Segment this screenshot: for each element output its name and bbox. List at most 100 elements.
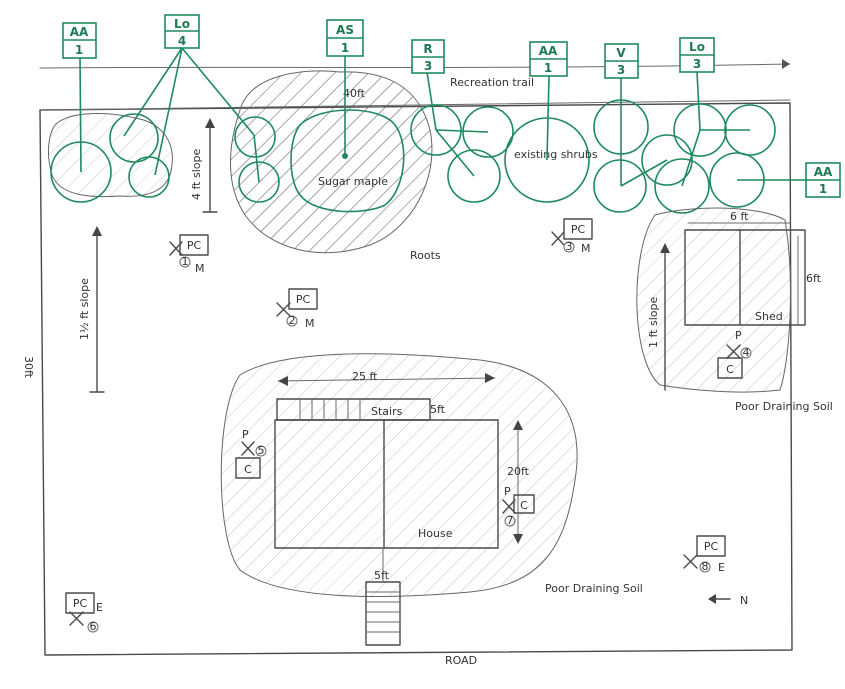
svg-text:1: 1 [819,182,827,196]
svg-text:1: 1 [75,43,83,57]
svg-text:P: P [242,428,249,441]
sugar-maple-label: Sugar maple [318,175,388,188]
svg-text:P: P [735,329,742,342]
tag-leader-lines [79,47,808,187]
dim-arrow-left-icon [278,376,288,386]
sample-point-4: P 4 C [717,329,752,379]
stairs-label: Stairs [371,405,403,418]
svg-text:V: V [616,46,626,60]
svg-text:AA: AA [70,25,89,39]
svg-text:PC: PC [187,239,202,252]
shed-surround-hatch [636,207,791,393]
svg-text:4: 4 [178,34,186,48]
plant-tag-lo-4: Lo 4 [164,14,200,49]
svg-text:M: M [195,262,205,275]
svg-text:5: 5 [258,444,265,457]
sample-point-5: P 5 C [235,428,267,479]
existing-shrubs-label: existing shrubs [514,148,598,161]
svg-text:3: 3 [693,57,701,71]
shrub-r-3 [447,149,501,203]
svg-text:3: 3 [424,59,432,73]
poor-draining-label-2: Poor Draining Soil [545,582,643,595]
six-ft-top-label: 6 ft [730,210,749,223]
svg-text:1½ ft slope: 1½ ft slope [78,278,91,340]
svg-text:AA: AA [539,44,558,58]
svg-text:R: R [423,42,432,56]
svg-text:C: C [244,463,252,476]
dim-arrow-up-icon [513,420,523,430]
sample-point-2: PC 2 M [276,288,318,330]
twenty-five-ft-label: 25 ft [352,370,378,383]
shed-outline [684,229,806,326]
poor-draining-label-1: Poor Draining Soil [735,400,833,413]
road-label: ROAD [445,654,477,667]
dim-arrow-right-icon [485,373,495,383]
svg-text:E: E [96,601,103,614]
svg-text:PC: PC [571,223,586,236]
sample-point-8: PC 8 E [683,535,726,574]
stairs-treads [299,398,361,421]
twenty-ft-label: 20ft [507,465,530,478]
svg-text:PC: PC [704,540,719,553]
property-boundary [39,102,793,656]
svg-text:P: P [504,485,511,498]
stairs-bottom-treads [365,591,401,633]
svg-text:AA: AA [814,165,833,179]
roots-label: Roots [410,249,441,262]
svg-text:1: 1 [544,61,552,75]
five-ft-bottom-label: 5ft [374,569,390,582]
svg-text:1: 1 [182,255,189,268]
svg-text:M: M [581,242,591,255]
five-ft-top-label: 5ft [430,403,446,416]
svg-text:8: 8 [702,560,709,573]
shrub-v-2 [593,159,647,213]
sample-point-7: P C 7 [502,485,535,527]
plant-tag-aa-2: AA 1 [529,41,568,77]
north-arrow: N [708,594,748,607]
shrub-lo-1 [109,113,159,163]
svg-text:PC: PC [73,597,88,610]
plant-tag-r-3: R 3 [411,39,445,74]
svg-text:E: E [718,561,725,574]
sample-point-6: PC 6 E [65,592,103,633]
slope-1ft-arrow: 1 ft slope [647,243,670,391]
svg-text:Lo: Lo [689,40,705,54]
dim-arrow-down-icon [513,534,523,544]
shed-label: Shed [755,310,783,323]
sample-point-3: PC 3 M [551,218,593,255]
svg-text:7: 7 [507,514,514,527]
plant-tag-aa-1: AA 1 [62,22,97,59]
svg-text:3: 3 [617,63,625,77]
slope-1-5ft-arrow: 1½ ft slope [78,226,105,393]
plant-tag-lo-3: Lo 3 [679,37,715,73]
twenty-five-ft-line [277,377,496,382]
shrub-v-3 [641,134,693,186]
svg-text:C: C [726,363,734,376]
recreation-trail-label: Recreation trail [450,76,534,89]
left-shrub-bed [47,113,173,198]
svg-text:C: C [520,499,528,512]
shrub-r-1 [410,104,462,156]
svg-text:N: N [740,594,748,607]
slope-4ft-arrow: 4 ft slope [190,118,218,213]
six-ft-side-label: 6ft [806,272,822,285]
svg-text:3: 3 [566,240,573,253]
plant-tag-aa-3: AA 1 [805,162,841,198]
sample-point-1: PC 1 M [169,234,209,275]
svg-text:4: 4 [743,346,750,359]
recreation-trail-line [39,63,791,69]
svg-text:PC: PC [296,293,311,306]
plant-tag-v-3: V 3 [604,43,639,79]
sugar-maple-canopy [290,109,405,213]
shrub-lo-2 [128,156,170,198]
svg-text:Lo: Lo [174,17,190,31]
svg-text:4 ft slope: 4 ft slope [190,149,203,200]
svg-text:1 ft slope: 1 ft slope [647,297,660,348]
shrub-lo-4 [238,161,280,203]
svg-text:1: 1 [341,41,349,55]
house-surround-hatch [220,353,578,597]
stairs-top [276,398,431,421]
shrub-aa-existing [504,117,590,203]
house-label: House [418,527,453,540]
